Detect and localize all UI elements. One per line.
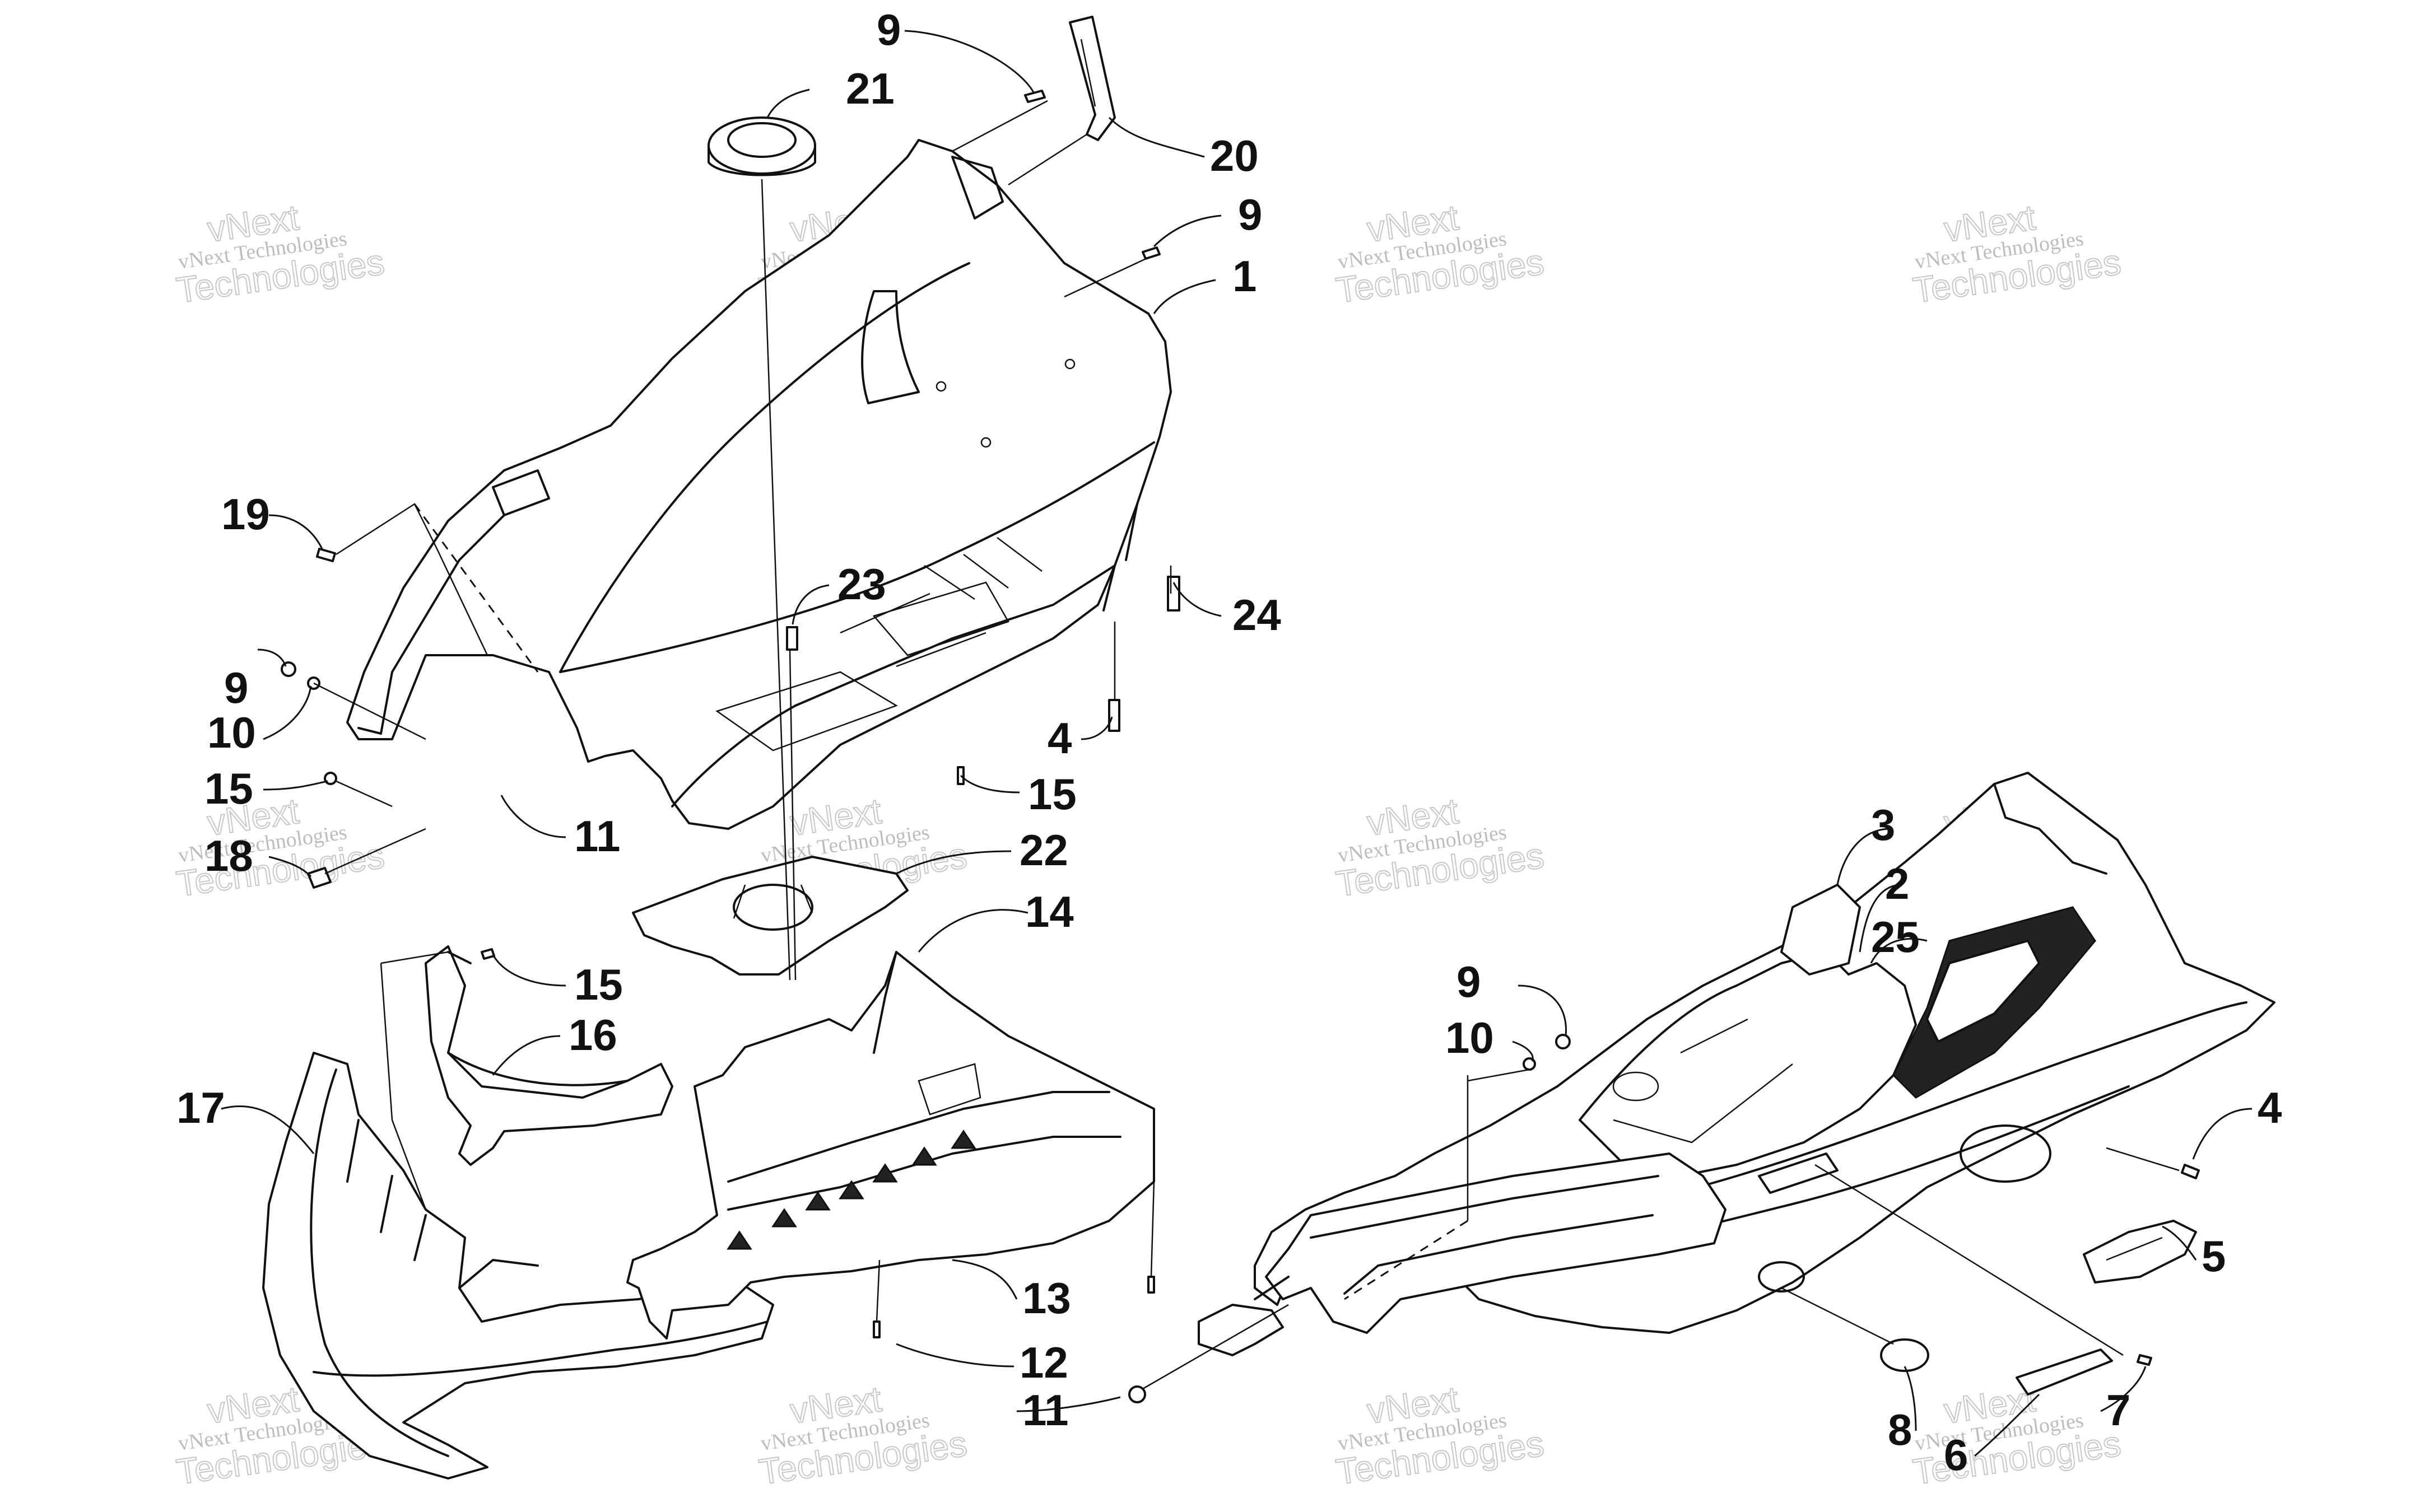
part-21-gasket [708, 116, 816, 176]
part-1-console-shell [346, 139, 1172, 830]
callout-10: 10 [1445, 1013, 1494, 1062]
callout-12: 12 [1020, 1338, 1068, 1387]
assembly-lines [313, 100, 2180, 1390]
callout-16: 16 [569, 1010, 617, 1060]
callout-15: 15 [1028, 769, 1077, 819]
leader-lines [221, 30, 2253, 1457]
callout-1: 1 [1232, 251, 1256, 301]
callout-17: 17 [176, 1083, 225, 1132]
callout-9: 9 [1238, 190, 1262, 239]
callout-18: 18 [204, 831, 253, 880]
part-5-vent-cover [2083, 1220, 2197, 1284]
callout-23: 23 [837, 559, 886, 609]
callout-14: 14 [1025, 887, 1074, 936]
part-22-skid-plate [632, 856, 909, 976]
callout-3: 3 [1871, 800, 1895, 850]
part-16-deflector [425, 945, 673, 1166]
callout-20: 20 [1210, 131, 1259, 180]
callout-10: 10 [207, 708, 256, 757]
callout-6: 6 [1944, 1430, 1968, 1480]
part-6-bracket [2016, 1348, 2113, 1396]
callout-22: 22 [1020, 825, 1068, 875]
callout-4: 4 [2258, 1083, 2282, 1132]
callout-24: 24 [1232, 590, 1281, 640]
callout-9: 9 [1456, 957, 1481, 1006]
part-20-strap [1069, 16, 1116, 141]
callout-2: 2 [1885, 859, 1909, 908]
part-8-plug [1880, 1338, 1929, 1372]
callout-25: 25 [1871, 912, 1920, 962]
callout-11: 11 [574, 811, 620, 861]
callout-9: 9 [877, 5, 901, 54]
part-17-front-bumper [262, 1052, 774, 1480]
intake-duct [1198, 1152, 1726, 1356]
callout-5: 5 [2202, 1231, 2226, 1281]
callout-15: 15 [204, 764, 253, 813]
callout-7: 7 [2106, 1385, 2130, 1435]
callout-8: 8 [1888, 1405, 1912, 1454]
callout-21: 21 [846, 64, 895, 113]
fasteners [281, 90, 2200, 1403]
callout-9: 9 [224, 663, 248, 712]
callout-19: 19 [221, 489, 270, 539]
callout-13: 13 [1022, 1273, 1071, 1323]
part-14-lower-belly-pan [626, 951, 1155, 1340]
part-3-panel [1780, 884, 1861, 976]
callout-15: 15 [574, 960, 623, 1009]
callout-4: 4 [1048, 713, 1072, 763]
callout-11: 11 [1022, 1385, 1068, 1435]
